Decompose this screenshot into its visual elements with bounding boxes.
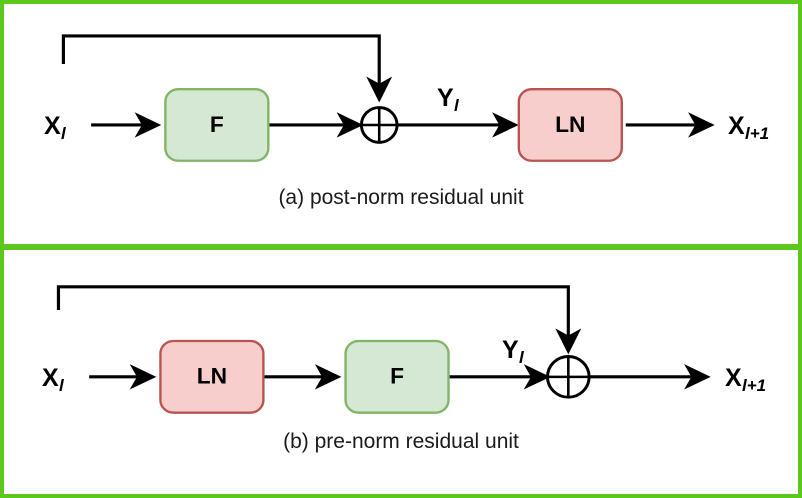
label-mid-yl-base: Y xyxy=(437,84,454,112)
block-f-label: F xyxy=(390,364,404,389)
label-input-xl: Xl xyxy=(44,112,66,142)
label-mid-yl: Yl xyxy=(437,84,459,114)
label-output-xl1-base: X xyxy=(728,112,745,140)
caption-post-norm: (a) post-norm residual unit xyxy=(278,186,524,209)
label-output-xl1-sub: l+1 xyxy=(745,123,770,143)
block-ln-shape xyxy=(159,339,265,414)
label-mid-yl: Yl xyxy=(502,336,524,366)
block-f-shape xyxy=(164,88,270,162)
panel-post-norm: F LN Xl Yl Xl+1 (a) post-norm xyxy=(0,0,802,248)
label-input-xl-base: X xyxy=(44,112,61,140)
label-output-xl1: Xl+1 xyxy=(725,364,766,394)
skip-connection-path xyxy=(56,285,582,355)
label-output-xl1-base: X xyxy=(725,364,742,392)
label-output-xl1: Xl+1 xyxy=(728,112,769,142)
label-mid-yl-sub: l xyxy=(454,95,459,115)
block-f-shape xyxy=(344,339,450,414)
label-input-xl-sub: l xyxy=(59,375,64,395)
block-ln[interactable]: LN xyxy=(517,88,623,162)
block-ln-label: LN xyxy=(197,364,227,389)
label-mid-yl-sub: l xyxy=(519,347,524,367)
block-ln-label: LN xyxy=(555,112,585,137)
label-input-xl-base: X xyxy=(42,364,59,392)
caption-pre-norm: (b) pre-norm residual unit xyxy=(283,430,519,453)
sum-junction-icon xyxy=(359,106,399,144)
label-input-xl: Xl xyxy=(42,364,64,394)
skip-connection-path xyxy=(61,34,393,103)
label-input-xl-sub: l xyxy=(61,123,66,143)
block-f[interactable]: F xyxy=(164,88,270,162)
label-mid-yl-base: Y xyxy=(502,336,519,364)
block-ln[interactable]: LN xyxy=(159,339,265,414)
block-f[interactable]: F xyxy=(344,339,450,414)
pre-norm-graphic: LN F xyxy=(56,285,711,414)
label-output-xl1-sub: l+1 xyxy=(742,375,767,395)
panel-pre-norm: LN F Xl Yl Xl+1 (b) pre-norm xyxy=(0,246,802,498)
sum-junction-icon xyxy=(546,355,591,399)
post-norm-graphic: F LN xyxy=(61,34,715,162)
block-f-label: F xyxy=(210,112,224,137)
block-ln-shape xyxy=(517,88,623,162)
